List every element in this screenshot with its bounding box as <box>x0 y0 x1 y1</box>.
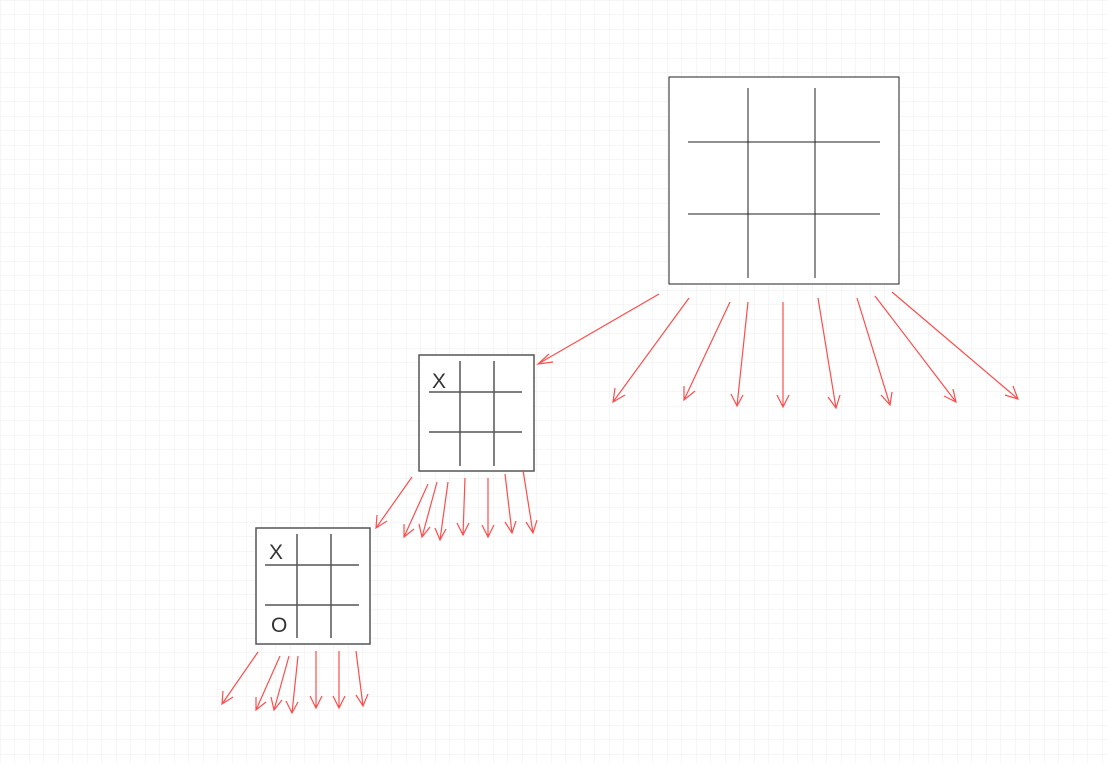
cell-mark: O <box>271 614 287 637</box>
move-arrow <box>536 293 660 365</box>
move-arrow <box>332 651 346 710</box>
move-arrow <box>481 478 495 539</box>
board-level-1: X <box>418 354 535 472</box>
board-level-2: X O <box>255 527 371 645</box>
board-frame <box>668 76 900 285</box>
move-arrow <box>817 297 841 410</box>
move-arrow <box>874 295 957 404</box>
move-arrow <box>255 655 281 712</box>
move-arrow <box>522 469 538 535</box>
move-arrow <box>355 650 369 708</box>
move-arrow <box>434 481 449 542</box>
move-arrow <box>221 651 259 706</box>
move-arrow <box>456 477 470 537</box>
board-root <box>668 76 900 285</box>
move-arrow <box>612 297 690 404</box>
move-arrow <box>270 655 290 712</box>
move-arrow <box>375 476 413 530</box>
move-arrows-root <box>536 291 1020 410</box>
move-arrow <box>504 473 517 535</box>
move-arrow <box>730 301 749 408</box>
move-arrow <box>776 302 790 409</box>
board-frame <box>255 527 371 645</box>
move-arrow <box>403 483 429 539</box>
move-arrow <box>683 301 731 402</box>
move-arrow <box>285 655 299 715</box>
move-arrows-level-1 <box>375 469 538 542</box>
cell-mark: X <box>432 370 446 393</box>
move-arrows-level-2 <box>221 650 369 715</box>
move-arrow <box>891 291 1020 400</box>
cell-mark: X <box>269 541 283 564</box>
move-arrow <box>418 481 438 539</box>
board-frame <box>418 354 535 472</box>
move-arrow <box>856 297 893 407</box>
move-arrow <box>309 651 323 710</box>
